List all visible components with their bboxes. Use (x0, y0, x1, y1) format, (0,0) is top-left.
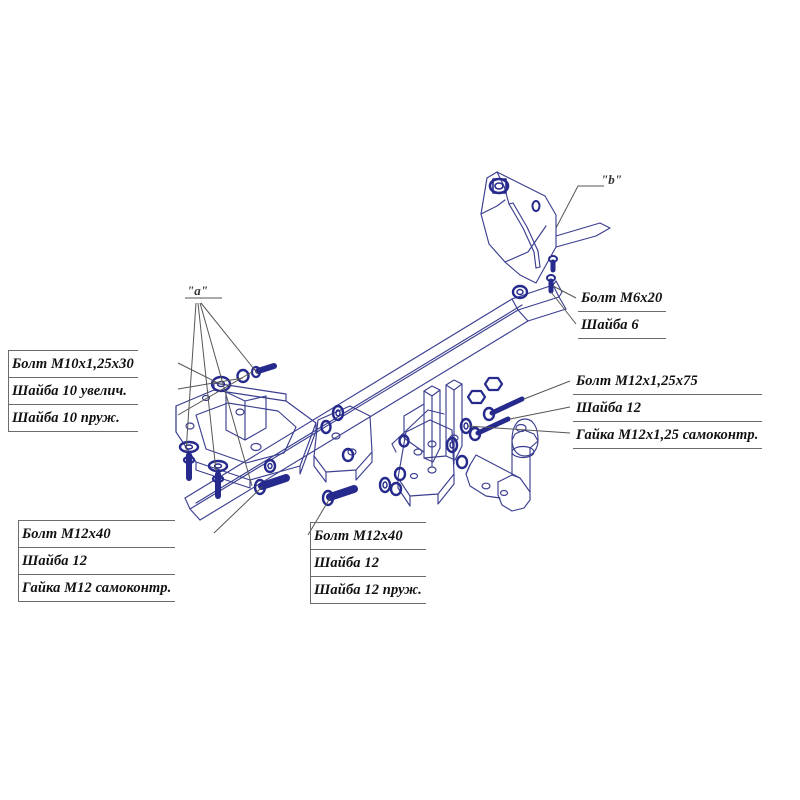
tow-ball-assembly (465, 418, 539, 512)
label-line: Болт М12х1,25х75 (573, 368, 763, 395)
washer-right-plate-b (398, 434, 410, 448)
washer-right-plate-a (455, 454, 469, 470)
left-mounting-plate (175, 382, 317, 489)
label-line: Шайба 10 пруж. (8, 405, 138, 432)
label-line: Гайка М12х1,25 самоконтр. (573, 422, 763, 449)
label-line: Болт М12х40 (18, 520, 176, 548)
label-line: Гайка М12 самоконтр. (18, 575, 176, 602)
washer-12-center-a (378, 476, 392, 494)
upper-bracket (480, 171, 611, 284)
bolt-m12-long-a (482, 396, 525, 422)
label-line: Шайба 10 увелич. (8, 378, 138, 405)
main-cross-beam (184, 280, 567, 521)
label-line: Шайба 12 (310, 550, 426, 577)
label-block-m12-40-left: Болт М12х40 Шайба 12 Гайка М12 самоконтр… (18, 520, 176, 602)
bolt-m12-40-left (253, 474, 290, 496)
bolt-m6-b (546, 274, 556, 294)
label-block-m12-40-center: Болт М12х40 Шайба 12 Шайба 12 пруж. (310, 522, 426, 604)
label-block-m6: Болт М6х20 Шайба 6 (578, 285, 667, 339)
washer-12-center-b (393, 466, 407, 482)
washer-12-right-b (445, 436, 459, 454)
label-line: Шайба 12 (18, 548, 176, 575)
label-block-m10: Болт М10х1,25х30 Шайба 10 увелич. Шайба … (8, 350, 138, 432)
washer-10-spring-a (236, 368, 250, 384)
washer-12-beam-c (341, 447, 355, 463)
washer-12-left (263, 458, 277, 474)
fasteners (178, 200, 558, 507)
label-line: Шайба 6 (578, 312, 667, 339)
washer-12-beam-b (320, 419, 332, 435)
washer-12-beam-a (331, 404, 345, 422)
label-line: Болт М12х40 (310, 522, 426, 550)
washer-6 (531, 200, 541, 212)
label-line: Болт М6х20 (578, 285, 667, 312)
bolt-m12-40-center (321, 485, 358, 507)
marker-a: "a" (187, 283, 208, 298)
bolt-m10-a (178, 440, 200, 481)
leader-lines (177, 185, 604, 536)
label-block-m12-75: Болт М12х1,25х75 Шайба 12 Гайка М12х1,25… (573, 368, 763, 449)
bolt-m6-a (548, 255, 558, 273)
washer-beam-top (511, 284, 529, 300)
bolt-m10-b (207, 459, 229, 499)
marker-b: "b" (601, 172, 622, 187)
label-line: Шайба 12 пруж. (310, 577, 426, 604)
gusset (391, 409, 445, 453)
nut-m12-a (466, 389, 487, 405)
label-line: Болт М10х1,25х30 (8, 350, 138, 378)
washer-12-center-c (389, 481, 403, 497)
bolt-m10-c (250, 363, 277, 379)
nut-m12-b (483, 376, 504, 392)
label-line: Шайба 12 (573, 395, 763, 422)
bolt-m12-long-b (468, 416, 511, 442)
